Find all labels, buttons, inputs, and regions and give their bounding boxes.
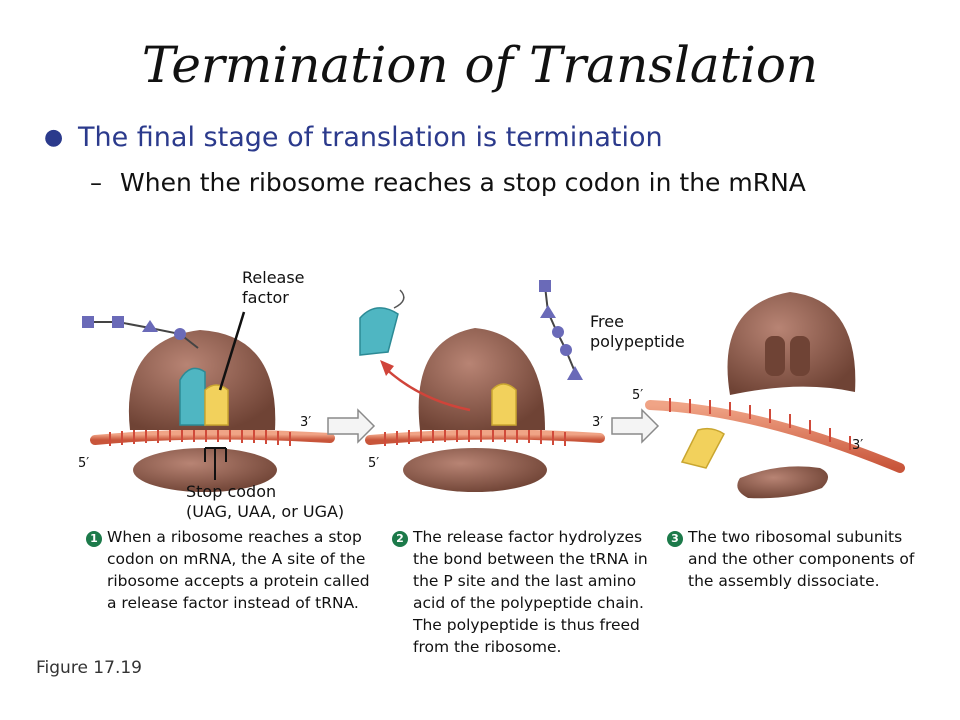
release-factor-label: Release factor	[242, 268, 305, 307]
step-3-badge: 3	[667, 531, 683, 547]
three-prime-label: 3′	[852, 438, 864, 453]
bullet-dot-icon: ●	[44, 125, 64, 150]
release-factor-pointer	[218, 311, 246, 391]
free-polypeptide	[539, 280, 583, 380]
five-prime-label: 5′	[368, 456, 380, 471]
bullet-point: ● The final stage of translation is term…	[44, 122, 663, 153]
five-prime-label: 5′	[78, 456, 90, 471]
step-1-text: When a ribosome reaches a stop codon on …	[107, 528, 370, 612]
stage-3-dissociated	[645, 292, 905, 499]
bullet-text: The final stage of translation is termin…	[78, 122, 663, 153]
step-2-badge: 2	[392, 531, 408, 547]
five-prime-label: 5′	[632, 388, 644, 403]
step-1-badge: 1	[86, 531, 102, 547]
sub-bullet-point: – When the ribosome reaches a stop codon…	[90, 168, 806, 197]
step-3-text: The two ribosomal subunits and the other…	[688, 528, 915, 590]
free-polypeptide-label: Free polypeptide	[590, 312, 685, 351]
stop-codon-bracket	[204, 447, 227, 480]
stop-codon-label: Stop codon (UAG, UAA, or UGA)	[186, 482, 345, 521]
polypeptide-chain	[82, 316, 199, 349]
three-prime-label: 3′	[300, 415, 312, 430]
stage-2-ribosome	[359, 280, 605, 492]
stage-1-ribosome	[82, 316, 335, 492]
release-arrow-icon	[384, 367, 471, 412]
dash-icon: –	[90, 168, 102, 197]
step-arrow-icon	[611, 408, 660, 444]
released-trna	[359, 307, 399, 356]
sub-bullet-text: When the ribosome reaches a stop codon i…	[120, 168, 806, 197]
page-title: Termination of Translation	[141, 36, 819, 94]
figure-caption: Figure 17.19	[36, 658, 142, 678]
three-prime-label: 3′	[592, 415, 604, 430]
step-arrow-icon	[327, 408, 376, 444]
step-2-text: The release factor hydrolyzes the bond b…	[413, 528, 648, 656]
